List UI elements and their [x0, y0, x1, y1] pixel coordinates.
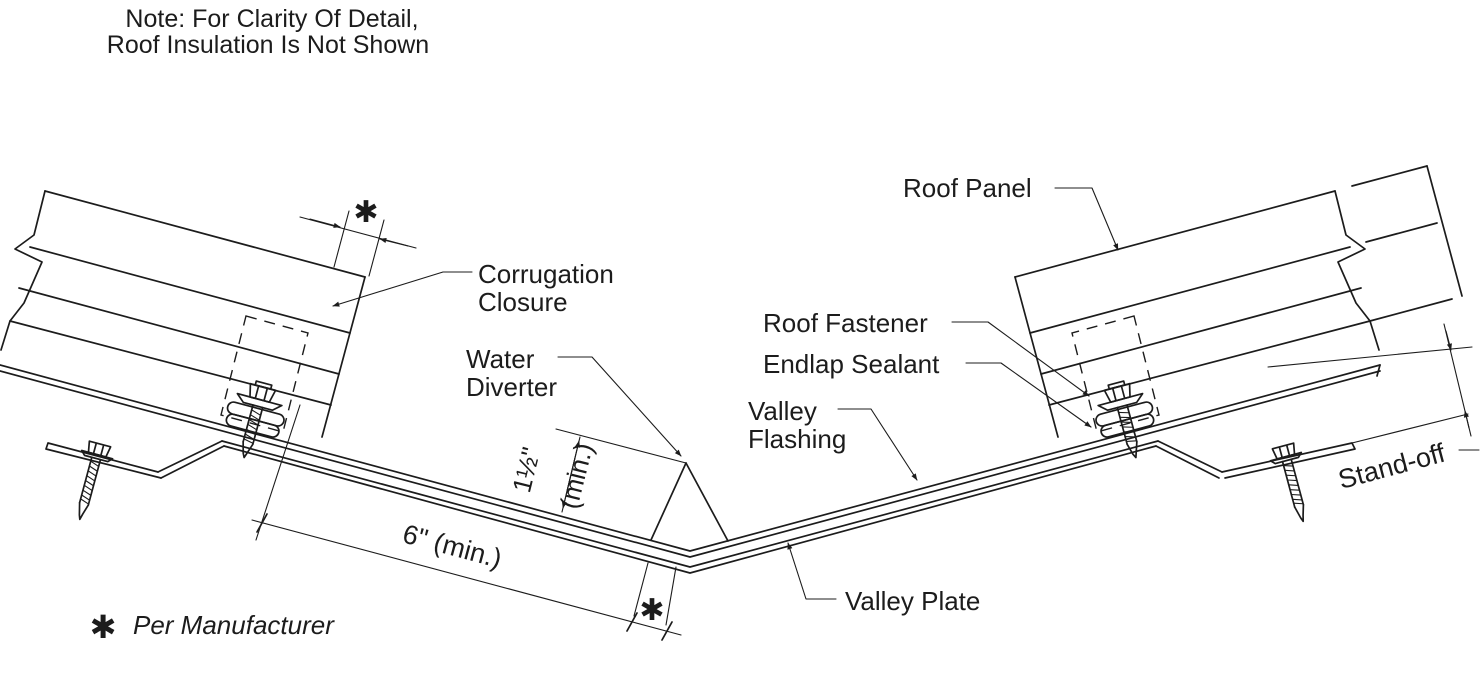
dim-diverter-height-text: 1½": [506, 444, 546, 495]
left-roof-panel: [0, 190, 366, 438]
stand-off-dimension: [1267, 323, 1480, 451]
leader-corrugation-closure: [332, 271, 473, 307]
footnote-star-symbol: ✱: [90, 608, 117, 646]
note-line-1: Note: For Clarity Of Detail,: [125, 5, 418, 33]
left-corrugation-closure-outline: [220, 315, 309, 433]
lap-star-symbol: ✱: [639, 593, 664, 628]
valley-flashing-profile: [0, 364, 1381, 558]
label-corrugation-closure-line2: Closure: [478, 287, 568, 317]
leader-lines: [332, 187, 1119, 600]
label-roof-panel: Roof Panel: [903, 173, 1032, 203]
leader-valley-flashing: [837, 408, 918, 481]
panel-end-star-dimension: [299, 210, 417, 277]
leader-valley-plate: [787, 542, 837, 600]
dim-lap-length-text: 6" (min.): [400, 519, 505, 574]
leader-roof-panel: [1054, 187, 1119, 251]
label-water-diverter-line2: Diverter: [466, 372, 557, 402]
label-valley-flashing-line1: Valley: [748, 396, 817, 426]
label-valley-flashing-line2: Flashing: [748, 424, 846, 454]
valley-plate-profile: [45, 440, 1356, 574]
label-stand-off: Stand-off: [1335, 438, 1449, 495]
water-diverter-profile: [555, 428, 729, 542]
label-valley-plate: Valley Plate: [845, 586, 980, 616]
label-roof-fastener: Roof Fastener: [763, 308, 928, 338]
leader-water-diverter: [557, 356, 682, 457]
leader-endlap-sealant: [965, 362, 1092, 428]
lap-length-dimension: [251, 404, 682, 641]
left-plate-screw: [63, 439, 117, 525]
panel-end-star-symbol: ✱: [353, 195, 378, 230]
right-panel-break-line: [1334, 190, 1380, 351]
left-panel-break-line: [0, 190, 46, 351]
leader-roof-fastener: [951, 321, 1090, 397]
diverter-height-dimension: [561, 436, 581, 513]
note-line-2: Roof Insulation Is Not Shown: [107, 31, 429, 59]
dim-diverter-height-qualifier: (min.): [554, 440, 599, 512]
right-roof-panel: [1014, 165, 1463, 438]
label-water-diverter-line1: Water: [466, 344, 535, 374]
right-plate-screw: [1266, 441, 1320, 527]
label-endlap-sealant: Endlap Sealant: [763, 349, 940, 379]
footnote-text: Per Manufacturer: [133, 610, 335, 640]
right-corrugation-closure-outline: [1071, 315, 1160, 433]
label-corrugation-closure-line1: Corrugation: [478, 259, 614, 289]
